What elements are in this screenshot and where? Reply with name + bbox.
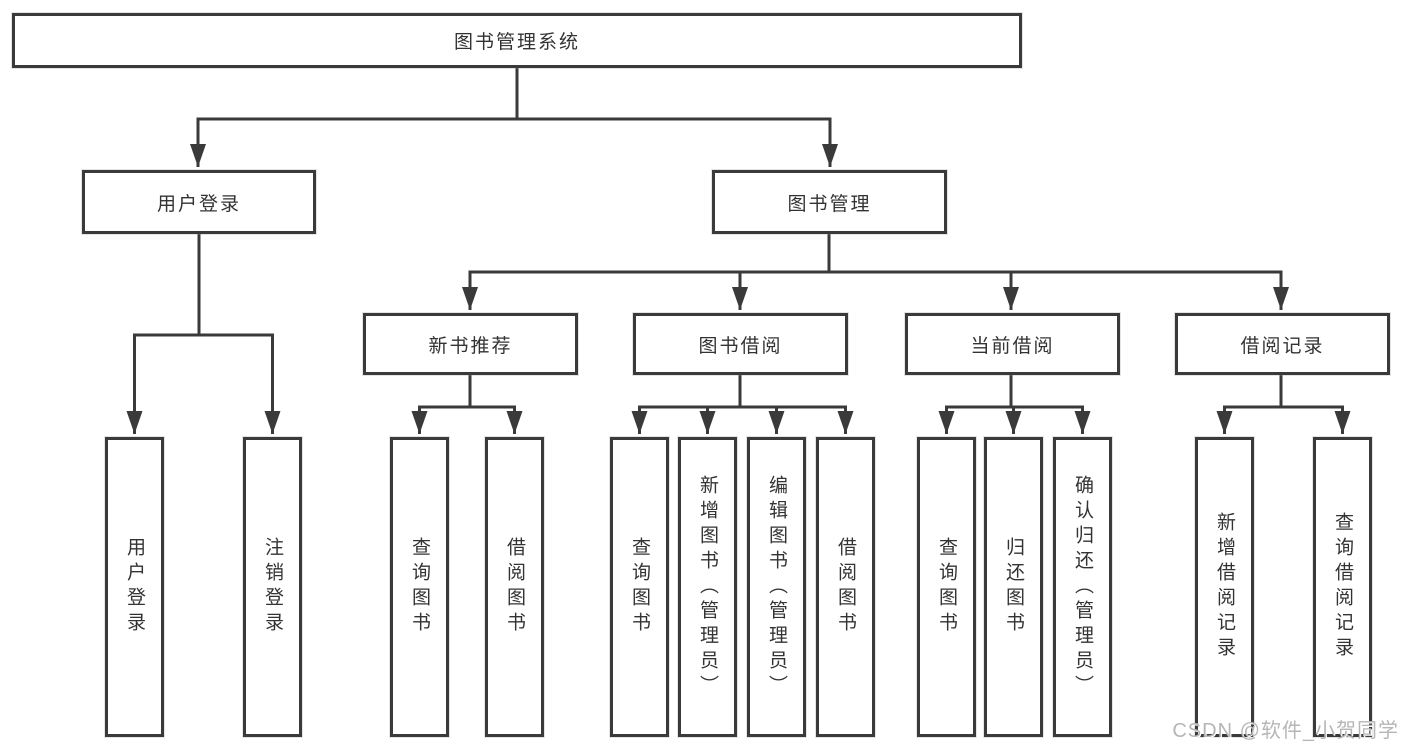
node-book-management: 图书管理 bbox=[712, 170, 947, 234]
node-user-login: 用户登录 bbox=[82, 170, 316, 234]
leaf-query-books: 查询图书 bbox=[390, 437, 449, 737]
leaf-query-books: 查询图书 bbox=[917, 437, 976, 737]
leaf-confirm-return-admin: 确认归还（管理员） bbox=[1053, 437, 1112, 737]
leaf-query-books: 查询图书 bbox=[610, 437, 669, 737]
leaf-borrow-books: 借阅图书 bbox=[485, 437, 544, 737]
node-new-book-recommend: 新书推荐 bbox=[363, 313, 578, 375]
node-current-borrowing: 当前借阅 bbox=[905, 313, 1120, 375]
leaf-add-books-admin: 新增图书（管理员） bbox=[678, 437, 737, 737]
node-root-system: 图书管理系统 bbox=[12, 13, 1022, 68]
leaf-user-login: 用户登录 bbox=[105, 437, 164, 737]
csdn-watermark: CSDN @软件_小贺同学 bbox=[1172, 720, 1399, 742]
leaf-add-borrow-record: 新增借阅记录 bbox=[1195, 437, 1254, 737]
leaf-borrow-books: 借阅图书 bbox=[816, 437, 875, 737]
leaf-logout-login: 注销登录 bbox=[243, 437, 302, 737]
leaf-edit-books-admin: 编辑图书（管理员） bbox=[747, 437, 806, 737]
node-borrowing-records: 借阅记录 bbox=[1175, 313, 1390, 375]
leaf-query-borrow-record: 查询借阅记录 bbox=[1313, 437, 1372, 737]
node-book-borrowing: 图书借阅 bbox=[633, 313, 848, 375]
leaf-return-books: 归还图书 bbox=[984, 437, 1043, 737]
